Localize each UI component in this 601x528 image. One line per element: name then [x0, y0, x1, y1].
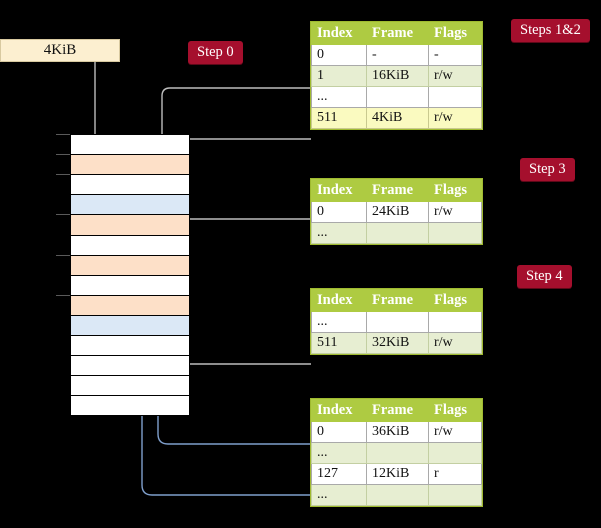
badge-steps-1-2: Steps 1&2: [511, 19, 590, 43]
memory-frame-row: [70, 375, 190, 397]
table-header-index: Index: [311, 399, 367, 422]
table-header-index: Index: [311, 22, 367, 45]
physical-memory-column: [56, 134, 190, 417]
memory-frame-row: [70, 355, 190, 377]
memory-row-tick: [56, 174, 70, 176]
table-cell-index: ...: [311, 222, 367, 244]
badge-step-4: Step 4: [517, 265, 572, 289]
table-cell-frame: [366, 484, 429, 506]
table-cell-flags: r/w: [428, 332, 482, 354]
table-cell-flags: r/w: [428, 201, 482, 223]
table-header-flags: Flags: [428, 289, 482, 312]
memory-frame-row: [70, 154, 190, 176]
table-cell-index: 0: [311, 201, 367, 223]
table-cell-frame: -: [366, 44, 429, 66]
memory-frame-row: [70, 395, 190, 417]
memory-frame-row: [70, 214, 190, 236]
table-cell-frame: 32KiB: [366, 332, 429, 354]
table-cell-frame: 12KiB: [366, 463, 429, 485]
table-row[interactable]: ...: [311, 86, 482, 108]
badge-step-3-label: Step 3: [529, 161, 566, 177]
memory-frame-row: [70, 174, 190, 196]
table-header-frame: Frame: [366, 289, 429, 312]
badge-steps-1-2-label: Steps 1&2: [520, 22, 581, 38]
memory-frame-row: [70, 294, 190, 316]
table-row[interactable]: 0--: [311, 44, 482, 66]
table-cell-frame: [366, 311, 429, 333]
table-cell-frame: 36KiB: [366, 421, 429, 443]
table-cell-index: ...: [311, 311, 367, 333]
memory-frame-row: [70, 274, 190, 296]
table-cell-index: 1: [311, 65, 367, 87]
table-cell-flags: [428, 222, 482, 244]
table-cell-flags: r/w: [428, 65, 482, 87]
table-row[interactable]: ...: [311, 484, 482, 506]
table-cell-index: ...: [311, 484, 367, 506]
table-cell-flags: [428, 311, 482, 333]
table-cell-flags: r: [428, 463, 482, 485]
table-cell-index: ...: [311, 442, 367, 464]
memory-frame-row: [70, 134, 190, 156]
table-cell-frame: 4KiB: [366, 107, 429, 129]
memory-row-tick: [56, 154, 70, 156]
table-cell-flags: -: [428, 44, 482, 66]
table-cell-frame: 16KiB: [366, 65, 429, 87]
badge-step-3: Step 3: [520, 158, 575, 182]
source-frame-label: 4KiB: [43, 42, 77, 58]
table-cell-flags: r/w: [428, 421, 482, 443]
table-cell-index: 127: [311, 463, 367, 485]
table-cell-index: 0: [311, 421, 367, 443]
memory-row-tick: [56, 254, 70, 256]
memory-frame-row: [70, 254, 190, 276]
table-header-flags: Flags: [428, 179, 482, 202]
memory-frame-row: [70, 314, 190, 336]
table-row[interactable]: ...: [311, 222, 482, 244]
table-cell-frame: [366, 86, 429, 108]
table-row[interactable]: ...: [311, 311, 482, 333]
table-header-index: Index: [311, 289, 367, 312]
table-cell-index: 511: [311, 107, 367, 129]
table-cell-flags: [428, 442, 482, 464]
table-cell-frame: 24KiB: [366, 201, 429, 223]
memory-frame-row: [70, 335, 190, 357]
table-header-index: Index: [311, 179, 367, 202]
table-cell-flags: [428, 86, 482, 108]
memory-row-tick: [56, 214, 70, 216]
table-header-frame: Frame: [366, 179, 429, 202]
table-cell-index: 511: [311, 332, 367, 354]
table-cell-flags: r/w: [428, 107, 482, 129]
badge-step-4-label: Step 4: [526, 268, 563, 284]
table-cell-index: 0: [311, 44, 367, 66]
memory-row-tick: [56, 134, 70, 135]
memory-row-tick: [56, 294, 70, 296]
table-header-frame: Frame: [366, 22, 429, 45]
table-cell-index: ...: [311, 86, 367, 108]
table-cell-flags: [428, 484, 482, 506]
table-header-flags: Flags: [428, 22, 482, 45]
badge-step-0: Step 0: [188, 41, 243, 65]
table-header-frame: Frame: [366, 399, 429, 422]
memory-frame-row: [70, 194, 190, 216]
badge-step-0-label: Step 0: [197, 44, 234, 60]
source-frame-4kib: 4KiB: [0, 39, 120, 62]
table-row[interactable]: ...: [311, 442, 482, 464]
memory-frame-row: [70, 234, 190, 256]
table-cell-frame: [366, 442, 429, 464]
table-header-flags: Flags: [428, 399, 482, 422]
table-cell-frame: [366, 222, 429, 244]
